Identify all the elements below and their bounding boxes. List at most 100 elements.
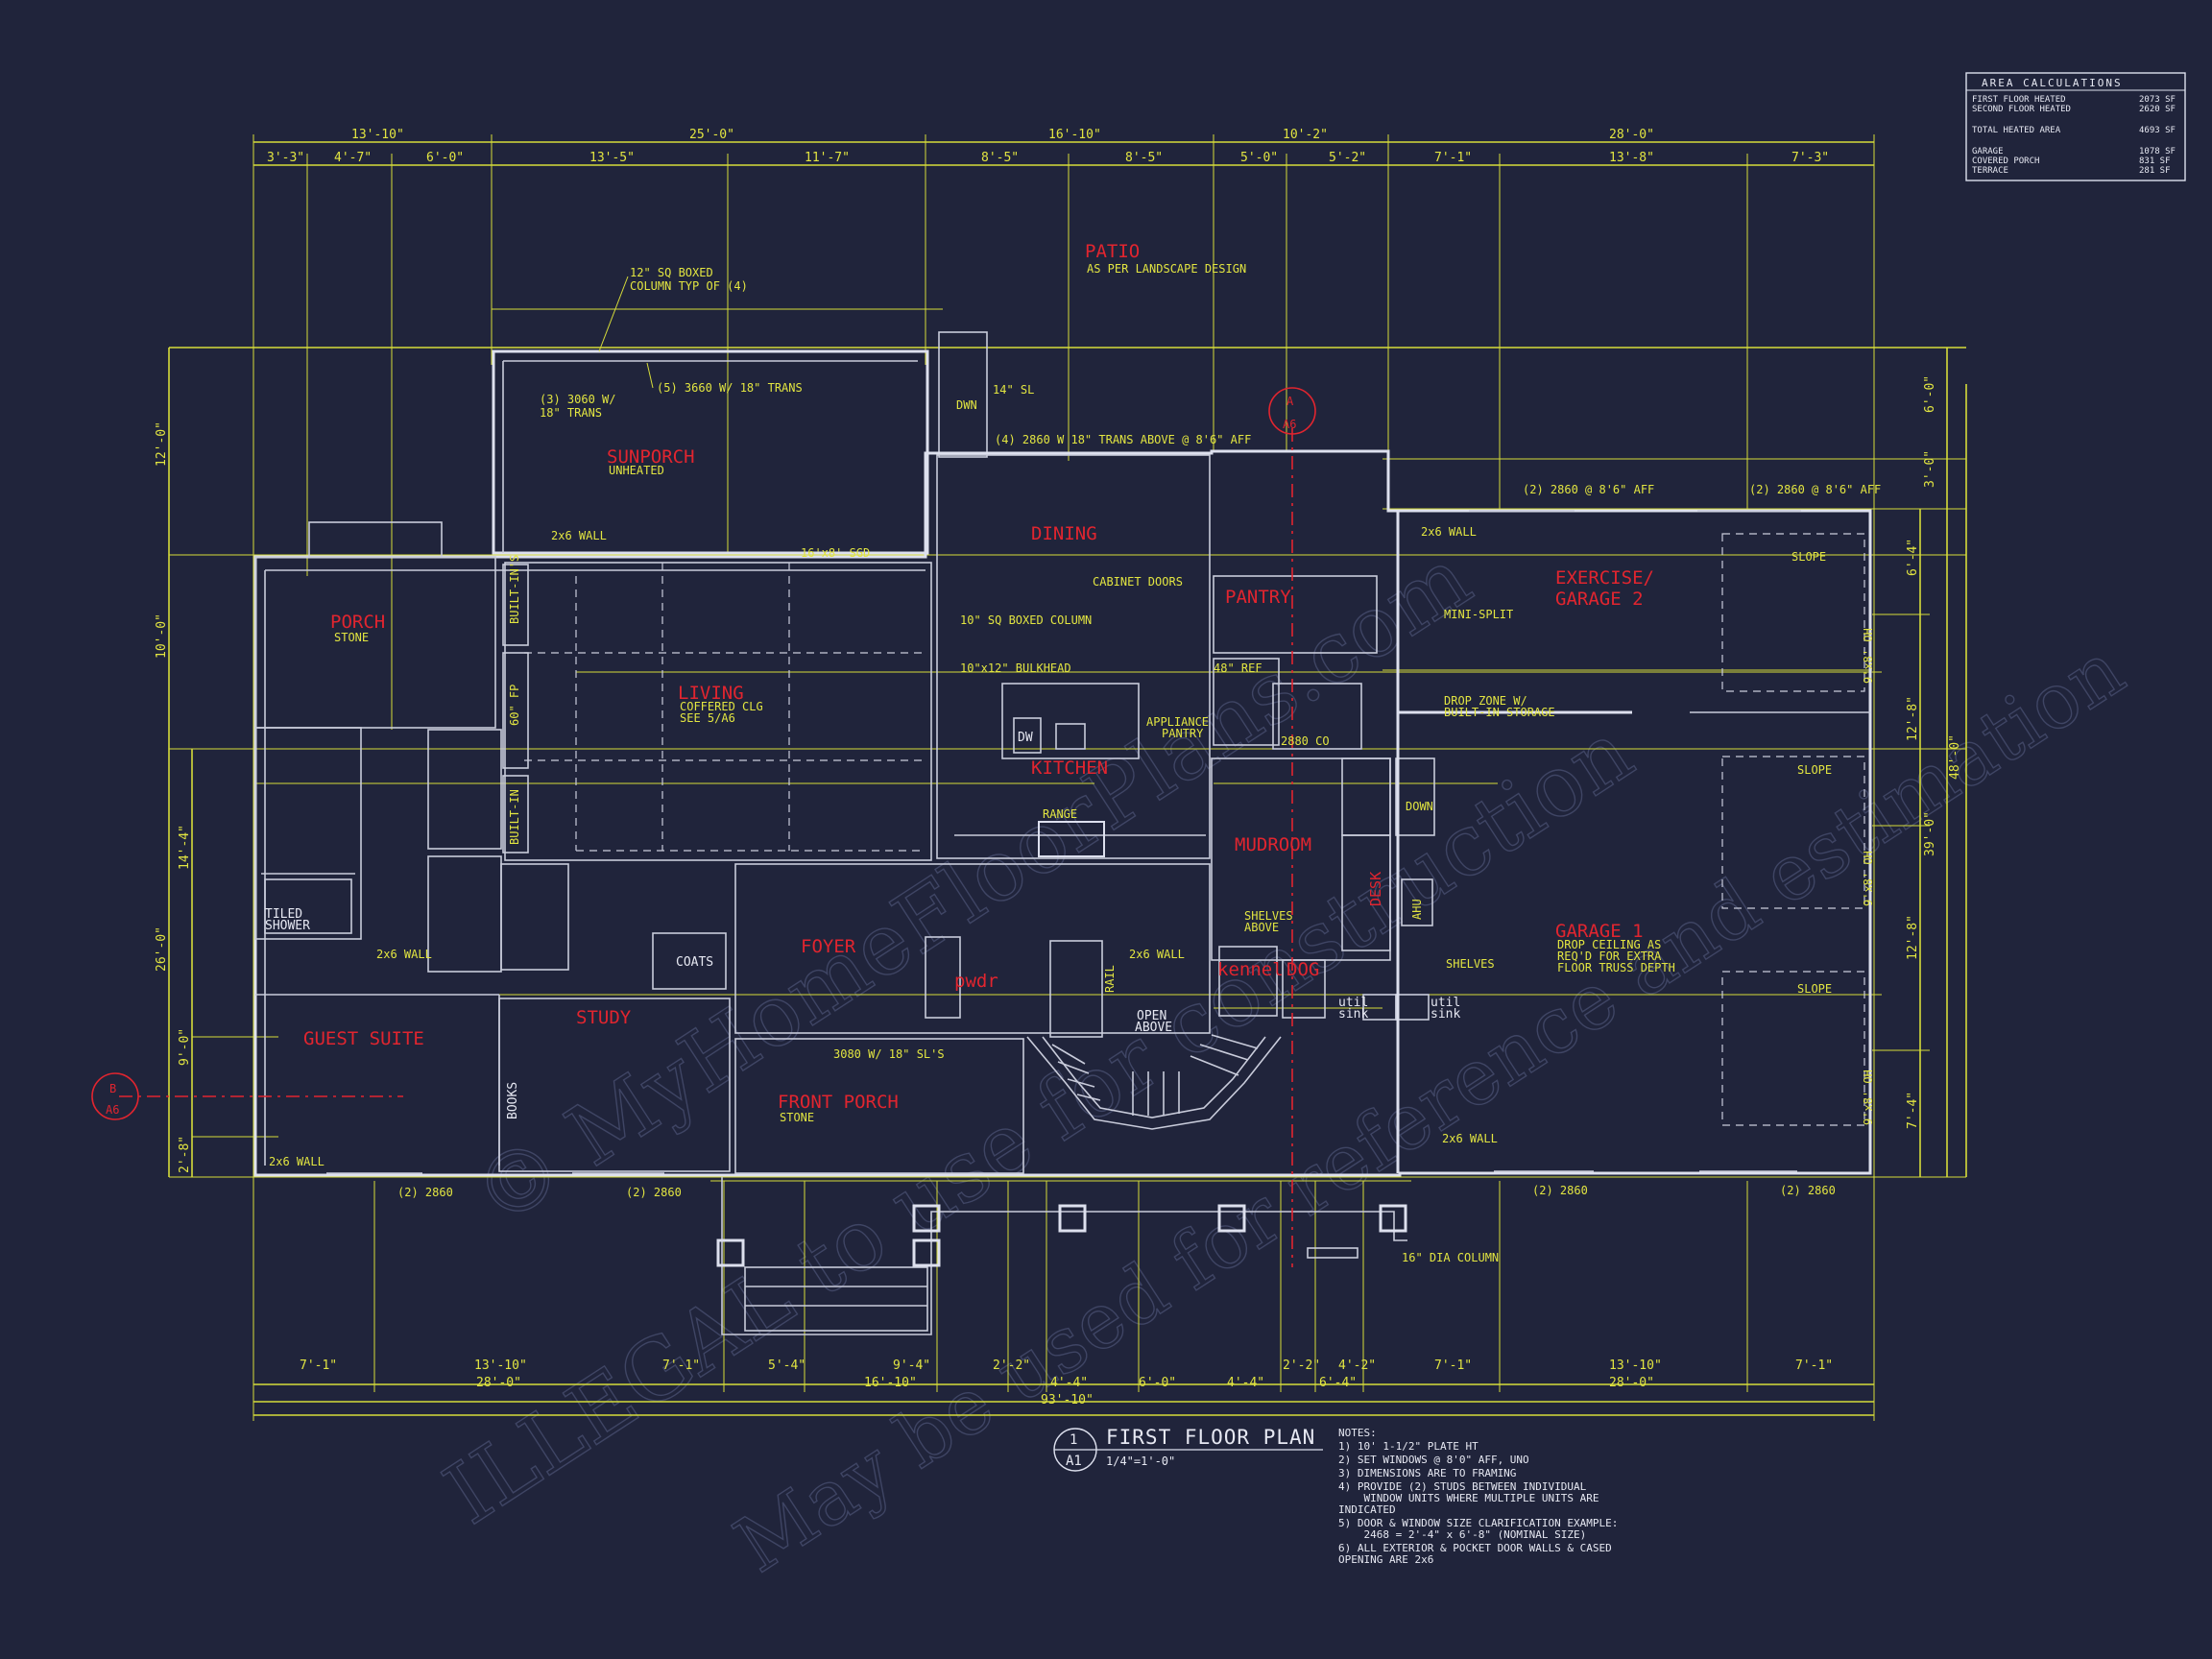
note-trans-3660: (5) 3660 W/ 18" TRANS (657, 381, 803, 395)
note-window-2860-1: (2) 2860 (397, 1186, 453, 1199)
dim-top-inner-6: 8'-5" (981, 151, 1019, 165)
dim-bottom-inner-4: 5'-4" (768, 1358, 805, 1373)
dim-bottom-inner-10: 2'-2" (1283, 1358, 1320, 1373)
note-built-in: BUILT-IN (508, 789, 521, 845)
dim-top-outer-2: 25'-0" (689, 128, 734, 142)
note-2x6-wall-1: 2x6 WALL (551, 529, 607, 542)
notes-line-3: 3) DIMENSIONS ARE TO FRAMING (1338, 1467, 1516, 1479)
note-open-above-2: ABOVE (1135, 1021, 1172, 1035)
title-block-number: 1 (1070, 1432, 1077, 1448)
note-books: BOOKS (506, 1082, 520, 1119)
dim-right-2: 3'-0" (1923, 450, 1937, 488)
room-living-note-1: COFFERED CLG (680, 700, 763, 713)
room-study: STUDY (576, 1007, 632, 1028)
room-patio-note: AS PER LANDSCAPE DESIGN (1087, 262, 1246, 276)
room-living: LIVING (678, 683, 744, 704)
dim-top-inner-4: 13'-5" (589, 151, 635, 165)
room-foyer: FOYER (801, 936, 856, 957)
area-calc-row-6-value: 281 SF (2139, 166, 2171, 176)
dim-right-7: 12'-8" (1906, 915, 1920, 960)
note-oh-1: 9'x8' OH (1862, 628, 1875, 684)
note-column-boxed: 12" SQ BOXED (630, 266, 713, 279)
note-trans-3060-2: 18" TRANS (540, 406, 602, 420)
dim-bottom-inner-3: 7'-1" (662, 1358, 700, 1373)
room-front-porch-note: STONE (780, 1111, 814, 1124)
note-2x6-wall-2: 2x6 WALL (1421, 525, 1477, 539)
notes-line-6: INDICATED (1338, 1503, 1396, 1516)
area-calc-row-3-value: 4693 SF (2139, 126, 2176, 135)
section-mark-b-sheet: A6 (106, 1103, 119, 1117)
note-appliance-pantry: PANTRY (1162, 727, 1204, 740)
room-porch-note: STONE (334, 631, 369, 644)
dim-bottom-inner-12: 7'-1" (1434, 1358, 1472, 1373)
dim-bottom-mid-3: 6'-4" (1319, 1376, 1357, 1390)
dim-bottom-inner-14: 7'-1" (1795, 1358, 1833, 1373)
notes-line-10: OPENING ARE 2x6 (1338, 1553, 1433, 1566)
dim-bottom-mid-4: 28'-0" (1609, 1376, 1654, 1390)
room-mudroom: MUDROOM (1235, 834, 1311, 855)
dim-top-inner-1: 3'-3" (267, 151, 304, 165)
room-garage-2: GARAGE 2 (1555, 589, 1644, 610)
title-block: 1 A1 FIRST FLOOR PLAN 1/4"=1'-0" (1053, 1426, 1323, 1472)
note-column-10: 10" SQ BOXED COLUMN (960, 613, 1092, 627)
annotations: 12" SQ BOXED COLUMN TYP OF (4) (3) 3060 … (265, 266, 1881, 1264)
section-lines: A A6 B A6 (91, 387, 1316, 1267)
dim-right-6: 12'-8" (1906, 696, 1920, 741)
note-oh-3: 9'x8' OH (1862, 1070, 1875, 1125)
note-window-2860-3: (2) 2860 (1532, 1184, 1588, 1197)
note-rail: RAIL (1103, 965, 1117, 993)
room-exercise: EXERCISE/ (1555, 567, 1654, 589)
room-dining: DINING (1031, 523, 1097, 544)
dim-left-3: 26'-0" (155, 926, 169, 972)
section-mark-a-sheet: A6 (1283, 418, 1296, 431)
room-patio: PATIO (1085, 241, 1140, 262)
notes-line-4: 4) PROVIDE (2) STUDS BETWEEN INDIVIDUAL (1338, 1480, 1587, 1493)
dim-bottom-inner-13: 13'-10" (1609, 1358, 1662, 1373)
dim-top-outer-5: 28'-0" (1609, 128, 1654, 142)
notes-line-1: 1) 10' 1-1/2" PLATE HT (1338, 1440, 1479, 1453)
dim-left-4: 14'-4" (178, 825, 192, 870)
room-labels: PATIO AS PER LANDSCAPE DESIGN SUNPORCH U… (303, 241, 1675, 1124)
section-mark-b: B (109, 1082, 116, 1095)
title-block-title: FIRST FLOOR PLAN (1106, 1426, 1315, 1449)
room-pantry: PANTRY (1225, 587, 1291, 608)
note-open-above: OPEN (1137, 1009, 1166, 1023)
note-fp: 60" FP (508, 685, 521, 726)
room-living-note-2: SEE 5/A6 (680, 711, 735, 725)
note-sink-1: sink (1338, 1007, 1368, 1022)
note-drop-zone-2: BUILT-IN STORAGE (1444, 706, 1555, 719)
room-garage-1-note-3: FLOOR TRUSS DEPTH (1557, 961, 1675, 974)
note-down: DOWN (1406, 800, 1433, 813)
note-aff-2860-b: (2) 2860 @ 8'6" AFF (1749, 483, 1881, 496)
note-range: RANGE (1043, 807, 1077, 821)
dim-left-2: 10'-0" (155, 613, 169, 659)
dim-bottom-inner-9: 4'-4" (1227, 1376, 1264, 1390)
note-shower: SHOWER (265, 919, 310, 933)
area-calc-row-4-value: 1078 SF (2139, 147, 2176, 156)
area-calc-title: AREA CALCULATIONS (1982, 77, 2123, 89)
area-calc-row-3-label: TOTAL HEATED AREA (1972, 126, 2061, 135)
room-sunporch: SUNPORCH (607, 446, 695, 468)
note-ref: 48" REF (1214, 661, 1262, 675)
dim-top-inner-2: 4'-7" (334, 151, 372, 165)
dim-right-8: 7'-4" (1906, 1092, 1920, 1129)
note-tiled: TILED (265, 907, 302, 922)
note-window-2860-4: (2) 2860 (1780, 1184, 1836, 1197)
dim-bottom-inner-2: 13'-10" (474, 1358, 527, 1373)
note-util-2: util (1431, 996, 1460, 1010)
dim-top-outer-4: 10'-2" (1283, 128, 1328, 142)
note-trans-3080: 3080 W/ 18" SL'S (833, 1047, 945, 1061)
note-2x6-wall-5: 2x6 WALL (269, 1155, 325, 1168)
room-kennel: kennel (1217, 959, 1284, 980)
note-aff-2860-a: (2) 2860 @ 8'6" AFF (1523, 483, 1654, 496)
room-desk: DESK (1367, 872, 1384, 906)
dim-bottom-mid-1: 28'-0" (476, 1376, 521, 1390)
note-shelves-above: SHELVES (1244, 909, 1293, 923)
notes-line-7: 5) DOOR & WINDOW SIZE CLARIFICATION EXAM… (1338, 1517, 1618, 1529)
note-shelves: SHELVES (1446, 957, 1495, 971)
notes-line-9: 6) ALL EXTERIOR & POCKET DOOR WALLS & CA… (1338, 1542, 1612, 1554)
note-slope-1: SLOPE (1791, 550, 1826, 564)
dim-right-3: 48'-0" (1948, 734, 1962, 780)
dim-right-5: 6'-4" (1906, 539, 1920, 576)
